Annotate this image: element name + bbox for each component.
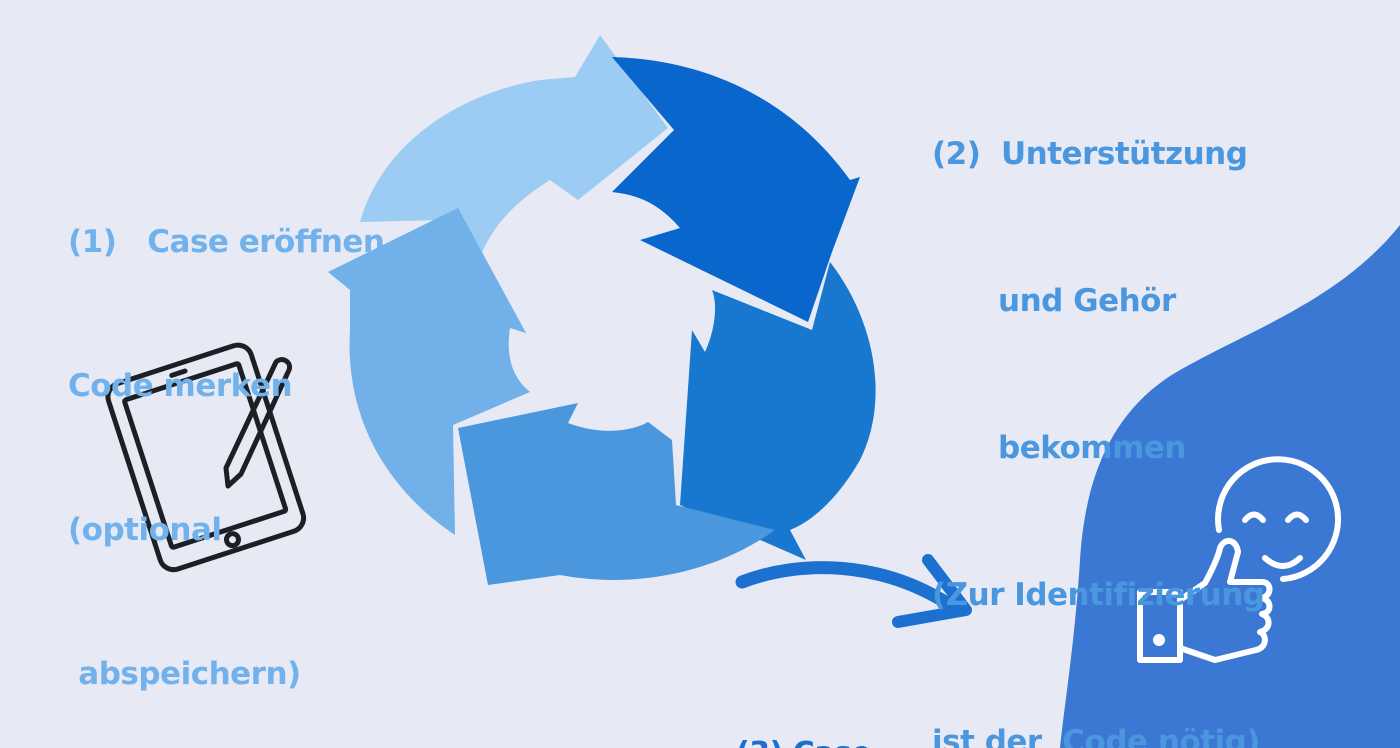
cycle-arrow-1: [360, 35, 668, 262]
cycle-arrow-5: [328, 208, 530, 535]
step-2-line-2: und Gehör: [998, 283, 1176, 319]
step-2-line-1: (2) Unterstützung: [932, 136, 1248, 172]
cycle-arrow-4: [458, 403, 775, 585]
thumbs-up-smiley-icon: [1137, 456, 1342, 663]
step-1-label: (1) Case eröffnen Code merken (optional …: [68, 122, 385, 748]
tablet-pen-icon: [105, 342, 307, 573]
cycle-arrow-3: [680, 262, 876, 560]
step-3-line-1: (3) Case: [736, 730, 1013, 748]
cycle-arrow-2: [612, 57, 860, 322]
step-1-line-3: (optional: [68, 512, 222, 548]
curved-arrow-icon: [735, 554, 972, 628]
step-1-line-2: Code merken: [68, 368, 293, 404]
step-2-label: (2) Unterstützung und Gehör bekommen (Zu…: [932, 32, 1265, 748]
step-2-line-5: ist der Code nötig): [932, 724, 1261, 748]
step-1-line-4: abspeichern): [68, 656, 301, 692]
step-2-line-4: (Zur Identifizierung: [932, 577, 1265, 613]
step-1-line-1: (1) Case eröffnen: [68, 224, 385, 260]
step-2-line-3: bekommen: [998, 430, 1187, 466]
cycle-ring: [328, 35, 876, 585]
step-3-label: (3) Case abschliessen: [736, 634, 1013, 748]
